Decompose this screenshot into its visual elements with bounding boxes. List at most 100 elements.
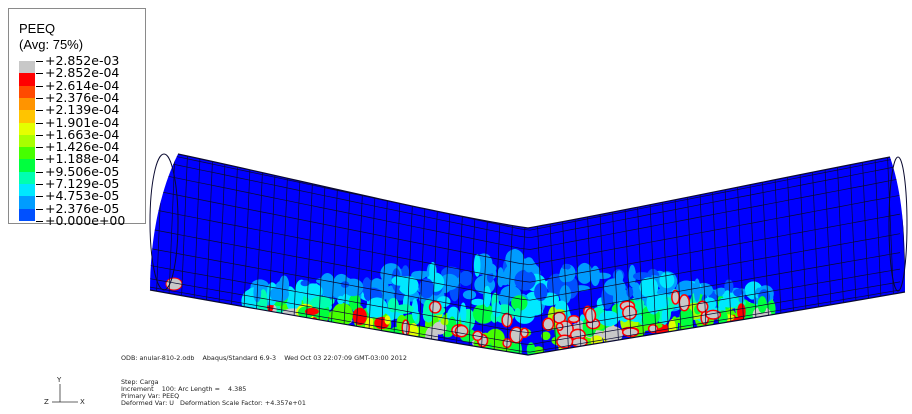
contour-legend: PEEQ (Avg: 75%) +2.852e-03+2.852e-04+2.6…	[8, 8, 146, 227]
contour-patch	[352, 307, 367, 326]
contour-hotspot	[555, 322, 564, 332]
legend-swatch	[19, 208, 35, 222]
legend-tick	[36, 184, 43, 186]
mesh-line	[468, 214, 476, 348]
mesh-line	[193, 156, 201, 301]
mesh-line	[762, 179, 769, 318]
mesh-line	[799, 172, 807, 312]
mesh-line	[293, 177, 301, 318]
legend-tick	[36, 134, 43, 136]
legend-swatch	[19, 184, 35, 197]
contour-patch	[322, 281, 330, 299]
mesh-grid	[150, 154, 905, 355]
legend-tick	[36, 196, 43, 198]
mesh-line	[812, 170, 819, 310]
mesh-line	[493, 220, 501, 353]
mesh-line	[393, 198, 401, 336]
mesh-line	[150, 278, 901, 345]
mesh-line	[150, 189, 901, 266]
mesh-line	[862, 160, 869, 302]
mesh-line	[218, 161, 226, 305]
contour-patch	[514, 269, 536, 291]
mesh-line	[874, 157, 882, 300]
legend-swatch	[19, 122, 35, 136]
mesh-line	[281, 175, 288, 316]
legend-label: +2.614e-04	[45, 77, 120, 93]
mesh-line	[649, 202, 657, 337]
contour-patch	[310, 296, 333, 309]
legend-label: +2.376e-04	[45, 89, 120, 105]
mesh-line	[343, 188, 351, 327]
legend-label: +2.852e-03	[45, 53, 120, 68]
contour-patch	[733, 288, 744, 297]
mesh-line	[318, 183, 326, 323]
legend-tick	[36, 208, 43, 210]
mesh-line	[150, 154, 901, 231]
mesh-line	[587, 214, 594, 348]
contour-patch	[332, 302, 354, 327]
contour-hotspot	[556, 334, 574, 349]
triad-z-label: Z	[44, 398, 49, 406]
mesh-line	[150, 208, 901, 283]
mesh-line	[506, 222, 513, 355]
mesh-line	[824, 167, 832, 308]
legend-label: +1.663e-04	[45, 126, 120, 142]
contour-hotspot	[567, 315, 580, 324]
contour-patch	[391, 275, 409, 286]
legend-swatch	[19, 85, 35, 99]
mesh-line	[699, 192, 707, 329]
mesh-line	[306, 180, 313, 320]
contour-patch	[525, 307, 543, 316]
mesh-line	[268, 172, 276, 314]
legend-label: +2.852e-04	[45, 65, 120, 81]
legend-label: +1.188e-04	[45, 151, 120, 167]
legend-tick	[36, 97, 43, 99]
contour-hotspot	[678, 294, 691, 312]
mesh-line	[243, 167, 251, 310]
mesh-line	[256, 169, 263, 312]
contour-patch	[693, 278, 701, 303]
contour-patch	[328, 311, 338, 320]
axis-triad: Y Z X	[38, 376, 88, 408]
legend-tick	[36, 110, 43, 112]
mesh-line	[456, 212, 463, 346]
legend-label: +4.753e-05	[45, 188, 120, 204]
contour-patch	[486, 271, 494, 283]
contour-patch	[559, 285, 572, 304]
contour-patch	[337, 295, 344, 305]
odb-info-text: ODB: anular-810-2.odb Abaqus/Standard 6.…	[121, 354, 407, 362]
legend-label: +2.376e-05	[45, 200, 120, 216]
contour-patch	[429, 262, 437, 281]
contour-patch	[462, 290, 477, 300]
contour-patch	[626, 287, 634, 298]
contour-patch	[419, 278, 435, 299]
mesh-line	[837, 165, 844, 306]
contour-patch	[562, 263, 571, 270]
mesh-line	[749, 182, 757, 320]
mesh-line	[418, 204, 426, 340]
mesh-line	[406, 201, 413, 338]
legend-swatch	[19, 73, 35, 87]
contour-hotspot	[584, 307, 597, 324]
legend-label: +9.506e-05	[45, 163, 120, 179]
contour-patch	[480, 262, 497, 274]
legend-swatch	[19, 61, 35, 74]
mesh-line	[662, 199, 669, 335]
legend-tick	[36, 73, 43, 75]
contour-patch	[300, 280, 310, 287]
legend-swatch	[19, 196, 35, 210]
mesh-line	[712, 189, 719, 327]
contour-patch	[576, 262, 593, 284]
legend-tick	[36, 147, 43, 149]
mesh-line	[724, 187, 732, 325]
contour-patch	[473, 253, 481, 277]
legend-label: +7.129e-05	[45, 176, 120, 192]
legend-label: +1.426e-04	[45, 139, 120, 155]
legend-title: PEEQ	[19, 21, 56, 36]
contour-patch	[541, 331, 551, 341]
contour-patch	[514, 307, 521, 318]
legend-swatch	[19, 171, 35, 185]
contour-patch	[505, 249, 525, 270]
